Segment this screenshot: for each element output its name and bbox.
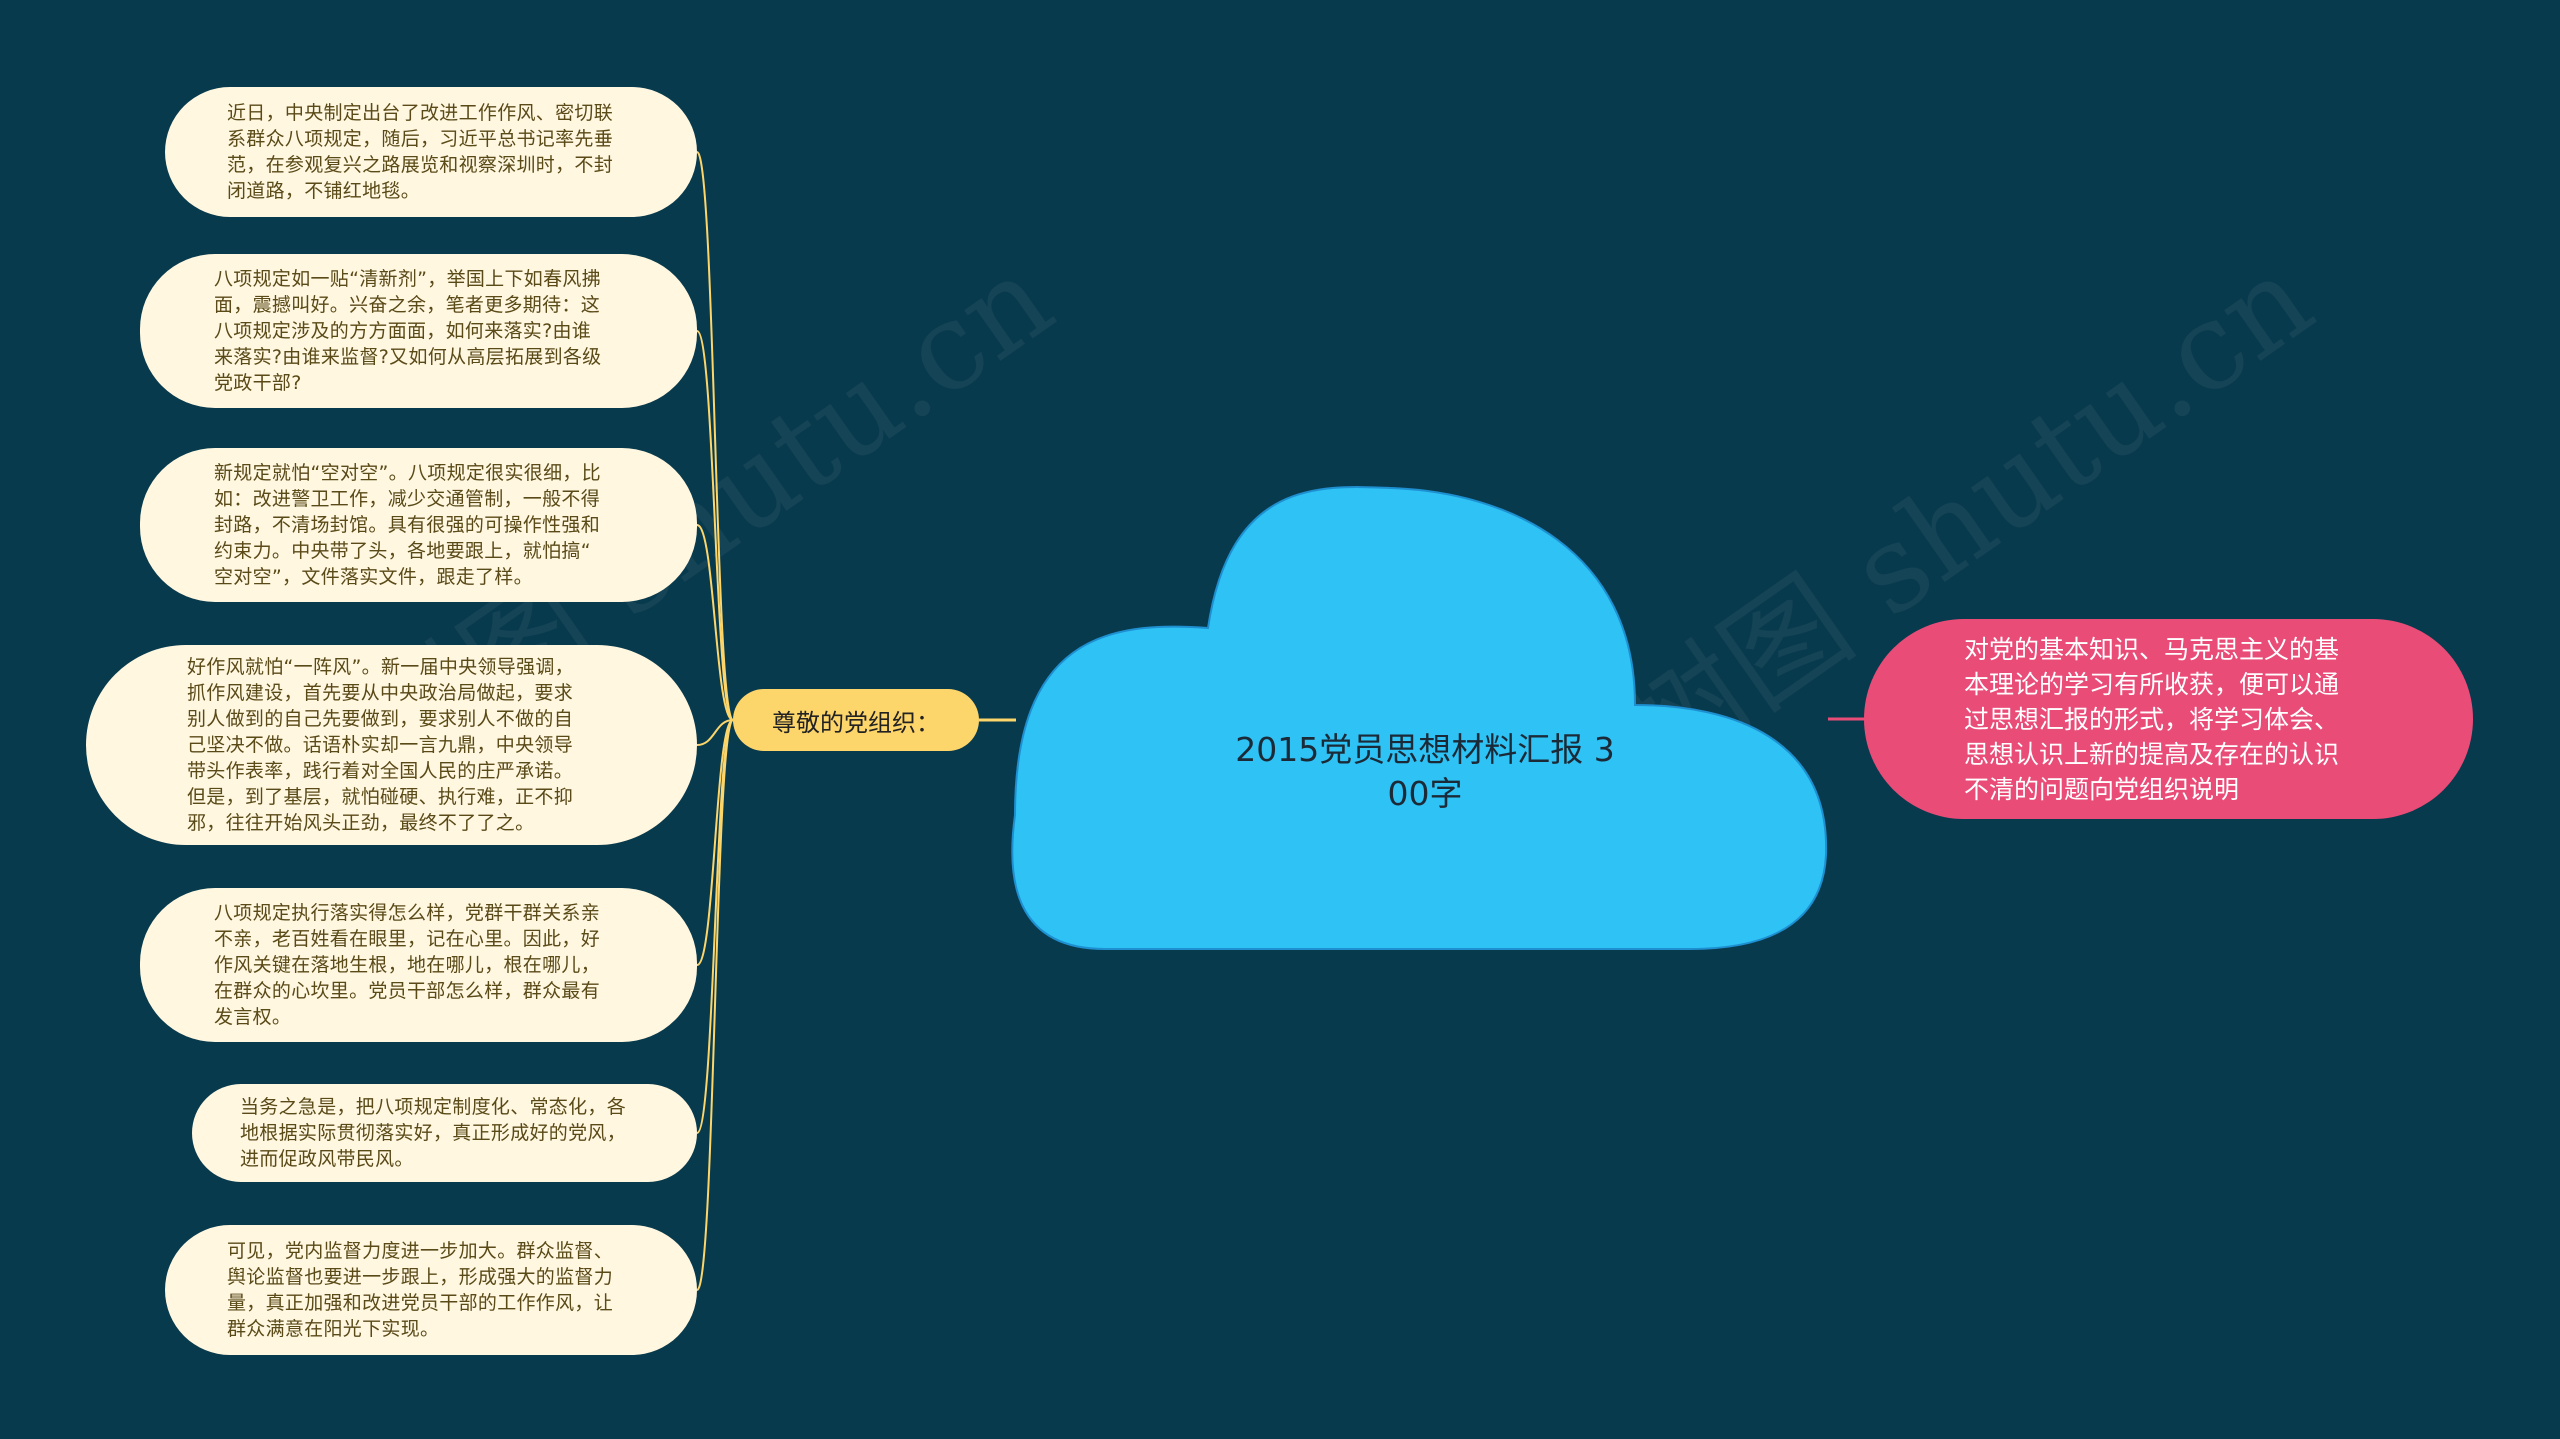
connector-leaf-6 — [696, 719, 734, 1134]
summary-text: 对党的基本知识、马克思主义的基 本理论的学习有所收获，便可以通 过思想汇报的形式… — [1964, 634, 2340, 804]
leaf-text: 八项规定如一贴“清新剂”，举国上下如春风拂 面，震撼叫好。兴奋之余，笔者更多期待… — [214, 268, 602, 394]
summary-node[interactable]: 对党的基本知识、马克思主义的基 本理论的学习有所收获，便可以通 过思想汇报的形式… — [1864, 619, 2473, 819]
leaf-node-3[interactable]: 新规定就怕“空对空”。八项规定很实很细，比 如：改进警卫工作，减少交通管制，一般… — [140, 448, 697, 602]
connector-leaf-5 — [696, 719, 734, 966]
connector-leaf-7 — [696, 719, 734, 1291]
leaf-node-7[interactable]: 可见，党内监督力度进一步加大。群众监督、 舆论监督也要进一步跟上，形成强大的监督… — [165, 1225, 697, 1355]
leaf-node-4[interactable]: 好作风就怕“一阵风”。新一届中央领导强调， 抓作风建设，首先要从中央政治局做起，… — [86, 645, 697, 845]
connector-leaf-3 — [696, 524, 734, 721]
leaf-node-1[interactable]: 近日，中央制定出台了改进工作作风、密切联 系群众八项规定，随后，习近平总书记率先… — [165, 87, 697, 217]
cloud-shape — [1011, 486, 1828, 950]
leaf-text: 好作风就怕“一阵风”。新一届中央领导强调， 抓作风建设，首先要从中央政治局做起，… — [187, 656, 574, 834]
leaf-node-5[interactable]: 八项规定执行落实得怎么样，党群干群关系亲 不亲，老百姓看在眼里，记在心里。因此，… — [140, 888, 697, 1042]
central-cloud-node[interactable] — [1011, 486, 1828, 950]
branch-label: 尊敬的党组织： — [772, 708, 940, 737]
leaf-node-2[interactable]: 八项规定如一贴“清新剂”，举国上下如春风拂 面，震撼叫好。兴奋之余，笔者更多期待… — [140, 254, 697, 408]
leaf-text: 新规定就怕“空对空”。八项规定很实很细，比 如：改进警卫工作，减少交通管制，一般… — [214, 462, 601, 588]
branch-node[interactable]: 尊敬的党组织： — [733, 689, 979, 751]
leaf-text: 当务之急是，把八项规定制度化、常态化，各 地根据实际贯彻落实好，真正形成好的党风… — [240, 1096, 627, 1170]
leaf-text: 近日，中央制定出台了改进工作作风、密切联 系群众八项规定，随后，习近平总书记率先… — [227, 102, 614, 202]
connector-leaf-2 — [696, 330, 734, 721]
leaf-node-6[interactable]: 当务之急是，把八项规定制度化、常态化，各 地根据实际贯彻落实好，真正形成好的党风… — [192, 1084, 697, 1182]
connector-leaf-4 — [696, 719, 734, 746]
connector-leaf-1 — [696, 151, 734, 721]
leaf-text: 可见，党内监督力度进一步加大。群众监督、 舆论监督也要进一步跟上，形成强大的监督… — [227, 1240, 614, 1340]
leaf-text: 八项规定执行落实得怎么样，党群干群关系亲 不亲，老百姓看在眼里，记在心里。因此，… — [214, 902, 601, 1028]
central-topic-title: 2015党员思想材料汇报 3 00字 — [1235, 730, 1615, 813]
